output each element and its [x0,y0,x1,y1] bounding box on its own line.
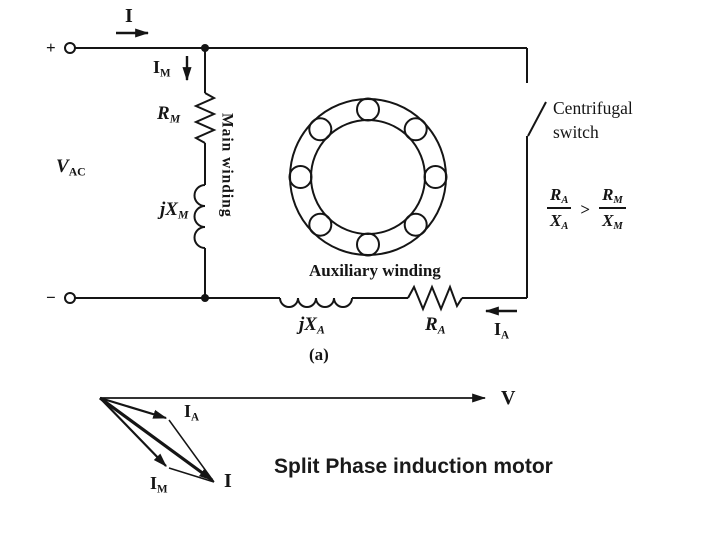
bottom-junction-dot [201,294,209,302]
current-i-label: I [125,5,133,27]
rotor-outer-circle [289,98,447,256]
aux-reactance-label: jXA [299,314,325,337]
phasor-ia-vector [99,396,168,420]
centrifugal-switch-blade [527,101,547,137]
main-inductor-symbol [193,184,206,249]
centrifugal-switch-label: Centrifugal switch [553,98,633,142]
greater-than-sign: > [580,199,591,219]
figure-caption: Split Phase induction motor [274,455,553,478]
main-reactance-label: jXM [160,199,189,222]
source-voltage-label: VAC [56,156,86,179]
rhs-fraction: RM XM [599,185,626,232]
positive-terminal [64,42,76,54]
phasor-i-label: I [224,470,232,492]
phasor-parallelogram-sides [168,419,215,483]
phasor-ia-label: IA [184,401,200,424]
rotor-symbol [288,97,448,257]
design-condition-formula: RA XA > RM XM [547,185,626,232]
top-junction-dot [201,44,209,52]
phasor-v-label: V [501,387,516,409]
aux-resistor-symbol [407,284,463,312]
rotor-slot [403,117,428,142]
rotor-slot [308,212,333,237]
main-resistor-label: RM [157,103,181,126]
minus-sign: − [46,288,56,307]
circuit-wires [75,47,547,312]
current-im-label: IM [153,57,171,80]
phasor-i-vector [99,396,213,482]
phasor-im-vector [99,397,167,467]
rotor-slot [356,97,380,122]
rotor-slot [308,117,333,142]
main-winding-label: Main winding [218,113,236,218]
subfigure-label: (a) [309,345,329,364]
phasor-im-label: IM [150,473,168,496]
lhs-fraction: RA XA [547,185,572,232]
current-ia-label: IA [494,319,510,342]
main-resistor-symbol [193,92,217,144]
rotor-slot [356,232,380,257]
aux-inductor-symbol [279,297,353,308]
rotor-slot [288,165,313,189]
rotor-slot [423,165,448,189]
aux-resistor-label: RA [425,314,446,337]
aux-winding-label: Auxiliary winding [309,261,441,280]
negative-terminal [64,292,76,304]
plus-sign: + [46,38,56,57]
phasor-diagram [99,393,487,483]
rotor-slot [403,212,428,237]
